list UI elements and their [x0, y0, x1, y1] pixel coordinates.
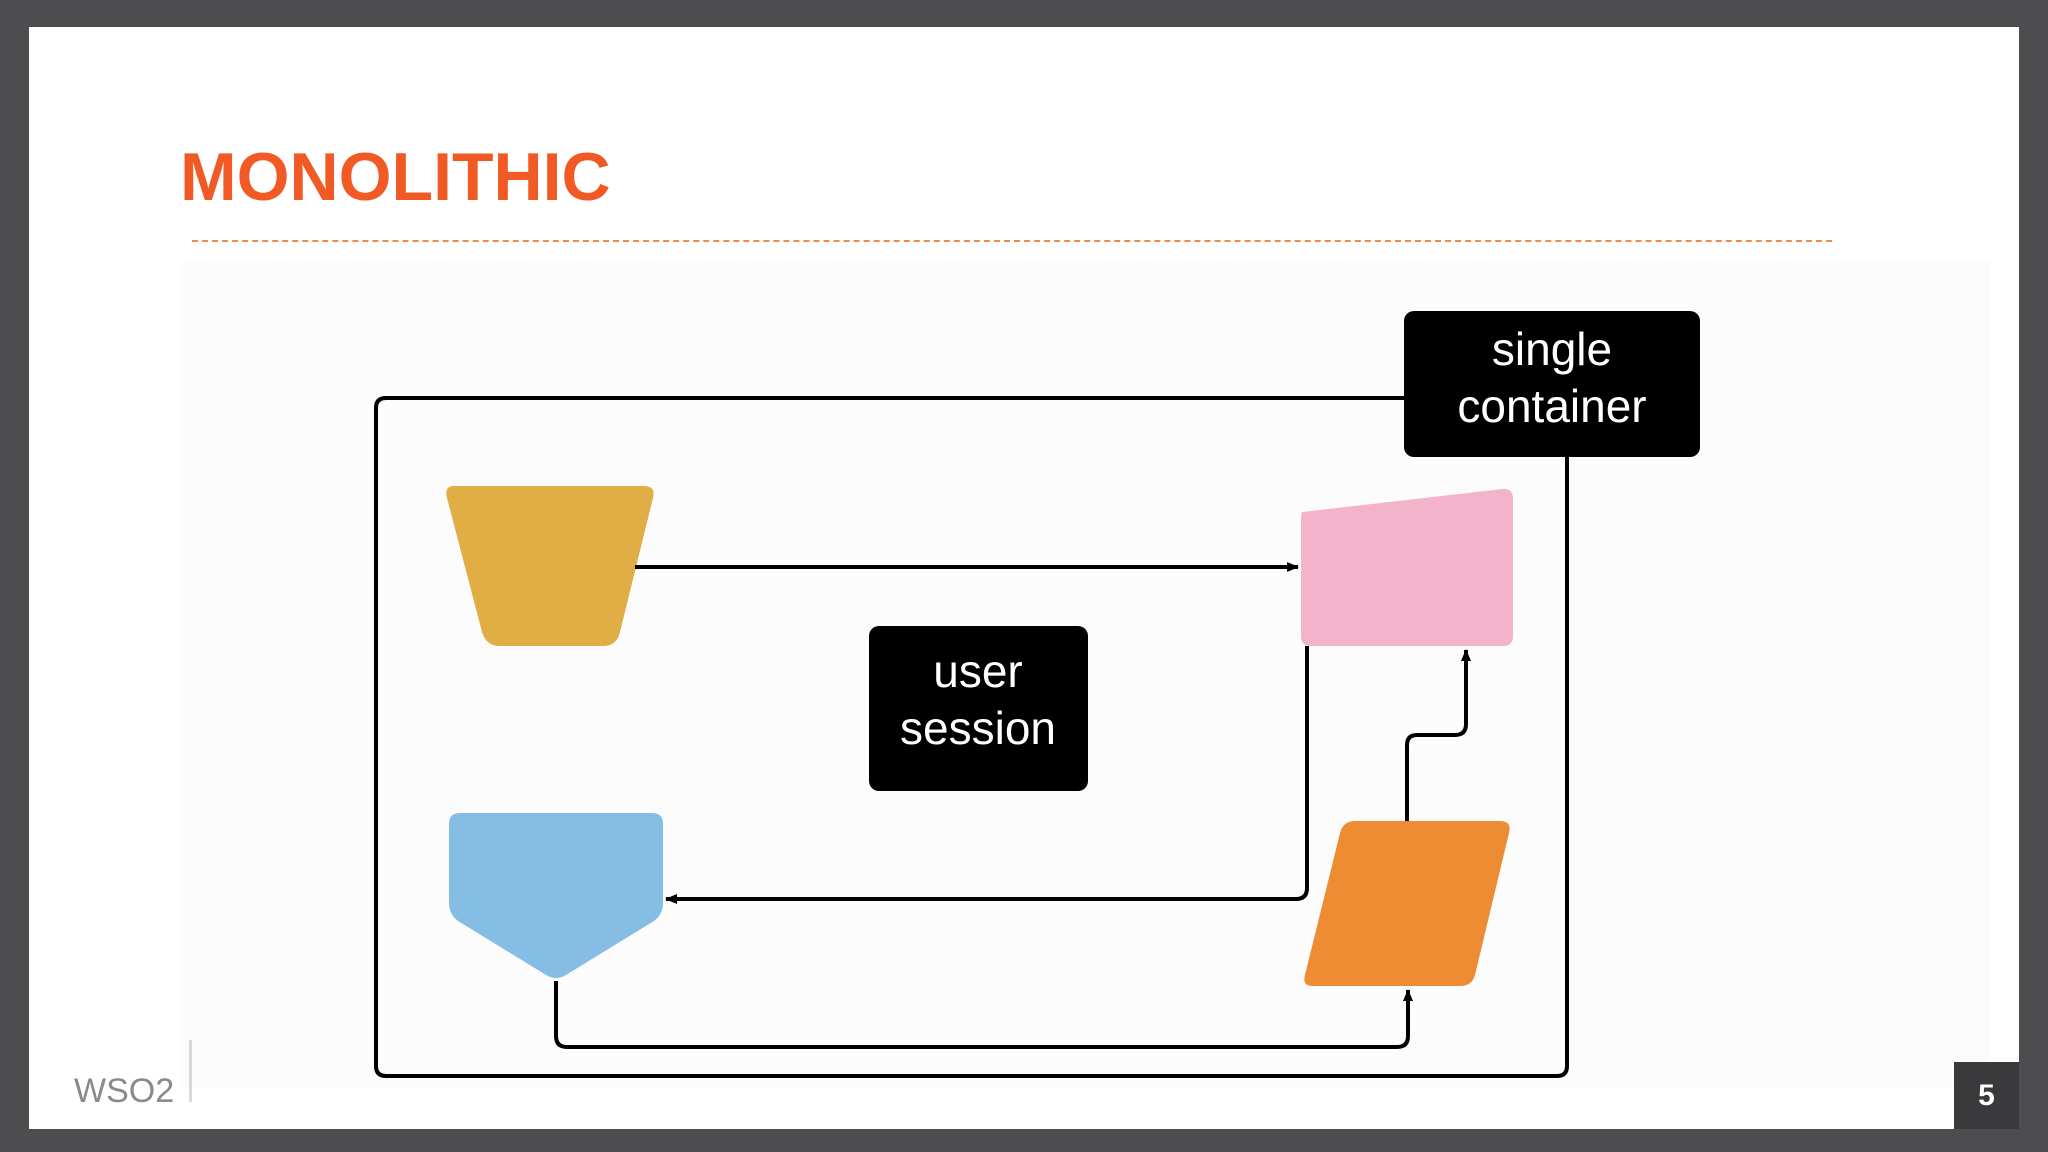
session-label-line2: session — [900, 702, 1056, 754]
arrow-blue-to-orange — [554, 981, 1413, 1049]
yellow-trapezoid-shape — [446, 486, 654, 646]
slide-title: MONOLITHIC — [180, 139, 611, 215]
footer-divider — [189, 1040, 192, 1102]
single-container-label: single container — [1404, 311, 1700, 457]
blue-pentagon-shape — [449, 813, 663, 978]
container-outline — [374, 396, 1569, 1078]
page-number: 5 — [1954, 1062, 2019, 1129]
logo-text: WSO2 — [74, 1072, 174, 1110]
orange-parallelogram-shape — [1304, 821, 1510, 986]
wso2-logo: WSO2 — [74, 1072, 174, 1110]
arrow-orange-to-pink — [1405, 649, 1471, 821]
pink-quadrilateral-shape — [1301, 488, 1513, 646]
container-label-line1: single — [1492, 323, 1612, 375]
session-label-line1: user — [933, 645, 1022, 697]
user-session-label: user session — [869, 626, 1088, 791]
title-divider — [192, 240, 1832, 242]
container-label-line2: container — [1457, 380, 1646, 432]
arrow-pink-to-blue — [665, 646, 1309, 904]
